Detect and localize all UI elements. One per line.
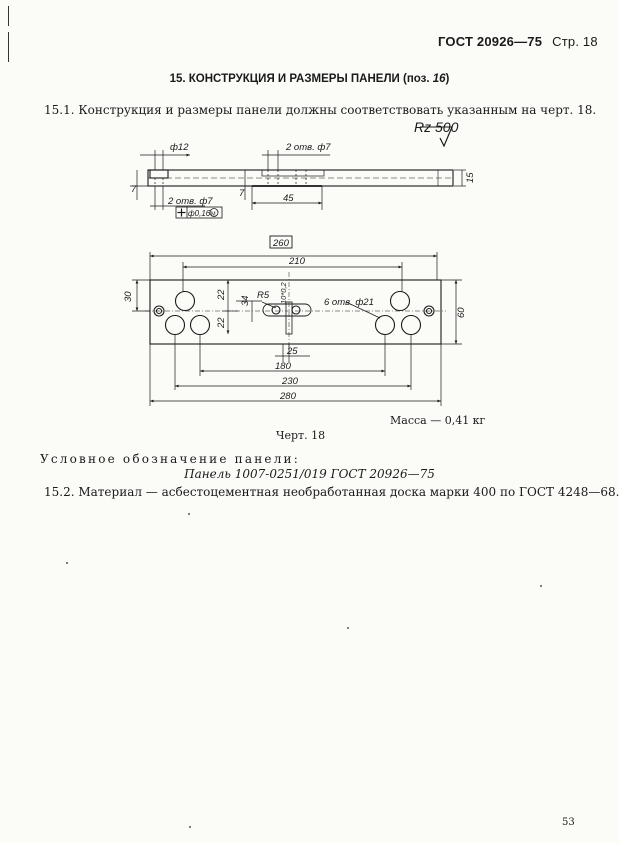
dim-210: 210 [288, 256, 306, 267]
side-view [147, 169, 454, 187]
scan-speck [540, 585, 542, 587]
section-close: ) [445, 73, 450, 85]
dim-dia12: ф12 [170, 142, 189, 153]
tolerance-value: ф0,16 [188, 209, 211, 218]
mass-label: Масса — 0,41 кг [390, 414, 486, 427]
counterbore [149, 169, 169, 179]
slot-hole [291, 305, 301, 315]
dim-10: 10*0,2 [279, 281, 288, 304]
dim-30: 30 [123, 291, 134, 302]
scan-speck [188, 513, 190, 515]
dim-25: 25 [286, 346, 298, 357]
scan-speck [347, 627, 349, 629]
panel-code: Панель 1007-0251/019 ГОСТ 20926—75 [184, 467, 435, 481]
standard-number: ГОСТ 20926—75 [438, 34, 543, 49]
paragraph-15-1: 15.1. Конструкция и размеры панели должн… [44, 103, 597, 117]
page-header: ГОСТ 20926—75 Стр. 18 [438, 34, 598, 49]
scan-speck [189, 826, 191, 828]
hole-d21 [174, 290, 196, 312]
center-slot [262, 303, 312, 317]
designation-label: Условное обозначение панели: [40, 452, 300, 466]
dim-holes-bottom: 2 отв. ф7 [167, 196, 213, 207]
section-ref: 16 [432, 73, 446, 85]
technical-drawing: ф12 2 отв. ф7 2 отв. ф7 45 7 7 15 ф0,16 … [123, 126, 476, 406]
paragraph-15-2: 15.2. Материал — асбестоцементная необра… [44, 485, 619, 499]
margin-mark [8, 6, 10, 26]
section-title: 15. КОНСТРУКЦИЯ И РАЗМЕРЫ ПАНЕЛИ (поз. 1… [0, 73, 619, 85]
margin-mark [8, 32, 10, 62]
slot-area [261, 169, 325, 177]
page-label: Стр. 18 [552, 34, 598, 49]
dim-230: 230 [281, 376, 299, 387]
dim-holes-top: 2 отв. ф7 [285, 142, 331, 153]
dim-45: 45 [283, 193, 294, 204]
tolerance-frame [175, 206, 223, 219]
dim-280: 280 [279, 391, 297, 402]
roughness-check-icon [439, 126, 453, 148]
tolerance-modifier: М [211, 212, 216, 218]
mount-hole [423, 305, 435, 317]
hole-d21 [164, 314, 186, 336]
figure-caption: Черт. 18 [276, 429, 326, 442]
dim-260: 260 [272, 238, 290, 249]
dim-22a: 22 [216, 289, 227, 301]
plan-view [149, 279, 442, 345]
dim-180: 180 [275, 361, 292, 372]
dim-7a: 7 [131, 184, 137, 195]
hole-d21 [374, 314, 396, 336]
dim-r5: R5 [257, 290, 270, 301]
dim-22b: 22 [216, 317, 227, 329]
hole-d21 [189, 314, 211, 336]
board-plan-outline [149, 279, 442, 345]
dim-34: 34 [240, 295, 251, 306]
page-number: 53 [562, 817, 575, 828]
dim-holes-21: 6 отв. ф21 [324, 297, 374, 308]
dim-260-box [269, 235, 293, 249]
section-title-text: 15. КОНСТРУКЦИЯ И РАЗМЕРЫ ПАНЕЛИ (поз. [169, 73, 433, 85]
hole-d21 [400, 314, 422, 336]
scan-speck [66, 562, 68, 564]
mount-hole [153, 305, 165, 317]
dim-60: 60 [456, 307, 467, 318]
dim-7b: 7 [239, 188, 245, 199]
dim-15: 15 [465, 172, 476, 183]
hole-d21 [389, 290, 411, 312]
slot-hole [271, 305, 281, 315]
